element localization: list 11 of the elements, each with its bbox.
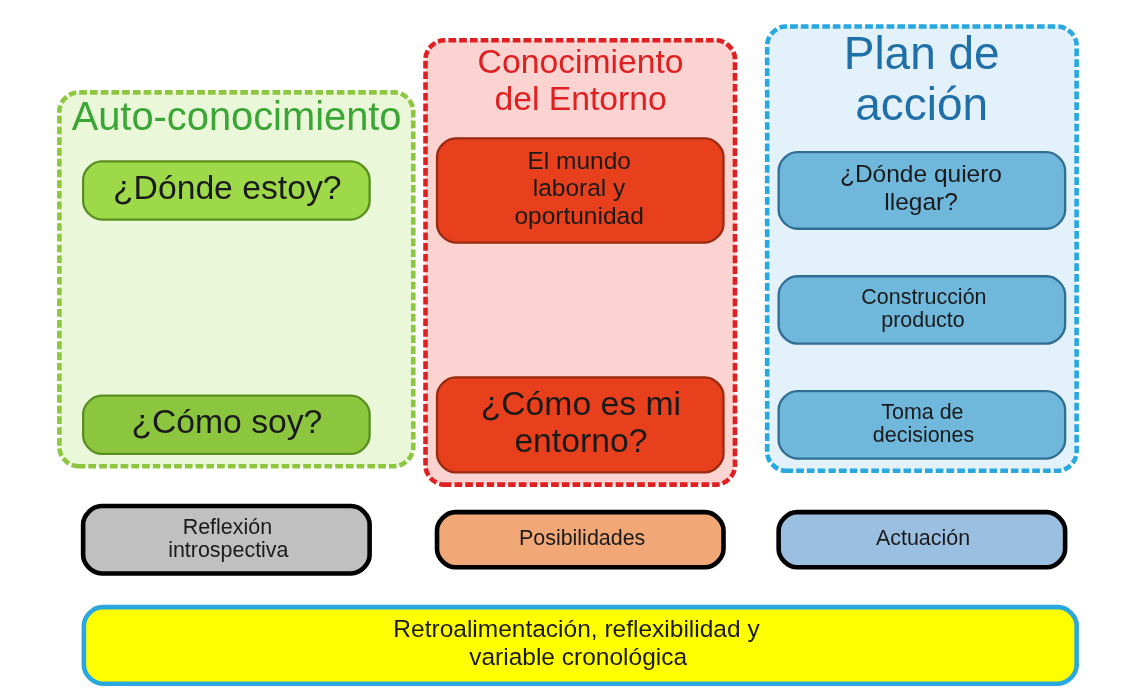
node-box: Construcción producto [777, 275, 1066, 345]
node-box: Reflexión introspectiva [80, 503, 372, 576]
node-box: ¿Dónde estoy? [81, 160, 371, 221]
node-box: ¿Cómo es mi entorno? [435, 376, 725, 474]
node-box: El mundo laboral y oportunidad [435, 137, 725, 244]
node-box: Retroalimentación, reflexibilidad y variable cronológica [81, 604, 1079, 687]
node-box: Posibilidades [434, 509, 726, 570]
node-box: Actuación [775, 509, 1067, 570]
node-box: Toma de decisiones [777, 390, 1066, 460]
node-box: ¿Cómo soy? [81, 394, 371, 456]
node-box: ¿Dónde quiero llegar? [777, 151, 1066, 230]
